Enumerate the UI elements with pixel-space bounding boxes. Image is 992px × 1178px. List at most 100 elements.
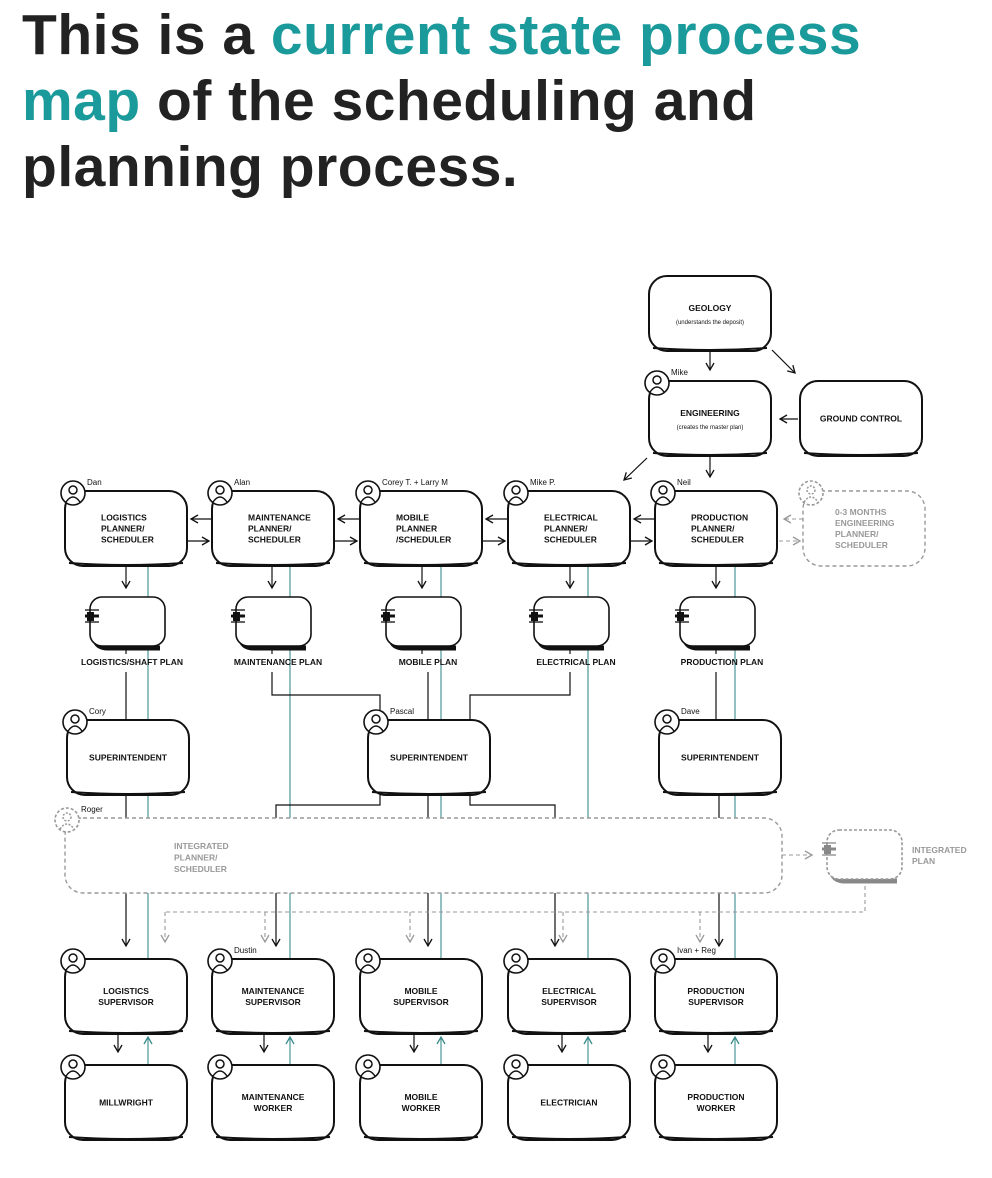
- node-subtitle: (creates the master plan): [677, 425, 744, 431]
- line-plan-to-superintendent: [271, 672, 381, 720]
- person-icon: [503, 1054, 529, 1080]
- title-highlight: current state process: [270, 3, 862, 67]
- node-electrician[interactable]: ELECTRICIAN: [503, 1054, 631, 1141]
- node-label: SCHEDULER: [248, 535, 301, 545]
- node-label: SCHEDULER: [101, 535, 154, 545]
- person-name: Roger: [81, 805, 103, 814]
- plan-label: MAINTENANCE PLAN: [234, 657, 322, 667]
- node-ground-control[interactable]: GROUND CONTROL: [799, 380, 923, 457]
- person-name: Dan: [87, 478, 102, 487]
- person-icon: [207, 948, 233, 974]
- person-icon: [60, 948, 86, 974]
- node-label: PLANNER/: [248, 524, 292, 534]
- node-label: WORKER: [697, 1103, 736, 1113]
- person-name: Dave: [681, 707, 700, 716]
- plan-label: ELECTRICAL PLAN: [536, 657, 615, 667]
- person-icon: [207, 480, 233, 506]
- node-label: MAINTENANCE: [242, 1092, 305, 1102]
- node-label: PLANNER: [396, 524, 437, 534]
- person-icon: [60, 480, 86, 506]
- person-icon: [650, 1054, 676, 1080]
- plan-label: INTEGRATED: [912, 845, 967, 855]
- person-name: Ivan + Reg: [677, 946, 716, 955]
- person-icon: [650, 480, 676, 506]
- person-icon: [644, 370, 670, 396]
- plan-label: PLAN: [912, 856, 935, 866]
- person-icon: [207, 1054, 233, 1080]
- node-label: PRODUCTION: [687, 1092, 744, 1102]
- node-engineering[interactable]: ENGINEERING (creates the master plan) Mike: [644, 368, 772, 457]
- node-label: SCHEDULER: [835, 540, 888, 550]
- line-integrated-plan-distribution: [165, 879, 866, 913]
- node-label: MAINTENANCE: [248, 513, 311, 523]
- title-text: of the scheduling and: [140, 69, 757, 133]
- node-label: PLANNER/: [835, 529, 879, 539]
- person-name: Pascal: [390, 707, 414, 716]
- plan-label: MOBILE PLAN: [399, 657, 458, 667]
- plan-document-production[interactable]: PRODUCTION PLAN: [675, 596, 764, 667]
- plan-label: LOGISTICS/SHAFT PLAN: [81, 657, 183, 667]
- node-label: SUPERVISOR: [688, 997, 744, 1007]
- person-icon: [363, 709, 389, 735]
- node-label: WORKER: [254, 1103, 293, 1113]
- person-icon: [54, 807, 80, 833]
- plan-document-logistics[interactable]: LOGISTICS/SHAFT PLAN: [81, 596, 183, 667]
- node-label: ELECTRICAL: [542, 986, 596, 996]
- node-label: SCHEDULER: [174, 864, 227, 874]
- person-name: Mike: [671, 368, 688, 377]
- plan-label: PRODUCTION PLAN: [681, 657, 764, 667]
- node-millwright[interactable]: MILLWRIGHT: [60, 1054, 188, 1141]
- node-label: SUPERVISOR: [541, 997, 597, 1007]
- person-icon: [60, 1054, 86, 1080]
- node-label: MOBILE: [404, 986, 437, 996]
- node-geology[interactable]: GEOLOGY (understands the deposit): [648, 275, 772, 352]
- plan-document-electrical[interactable]: ELECTRICAL PLAN: [529, 596, 616, 667]
- line-plan-to-superintendent: [469, 672, 571, 720]
- node-label: PLANNER/: [174, 853, 218, 863]
- arrow-engineering-electrical: [623, 457, 648, 481]
- node-label: MOBILE: [396, 513, 429, 523]
- node-label: GEOLOGY: [689, 303, 732, 313]
- node-label: PLANNER/: [691, 524, 735, 534]
- person-name: Neil: [677, 478, 691, 487]
- plan-document-mobile[interactable]: MOBILE PLAN: [381, 596, 462, 667]
- node-label: PLANNER/: [544, 524, 588, 534]
- node-label: SCHEDULER: [544, 535, 597, 545]
- node-subtitle: (understands the deposit): [676, 320, 744, 326]
- plan-document-maintenance[interactable]: MAINTENANCE PLAN: [231, 596, 322, 667]
- node-label: SUPERVISOR: [98, 997, 154, 1007]
- person-name: Mike P.: [530, 478, 556, 487]
- node-label: ENGINEERING: [680, 408, 740, 418]
- arrow-geology-ground-control: [771, 349, 796, 374]
- node-label: ENGINEERING: [835, 518, 895, 528]
- node-label: PRODUCTION: [691, 513, 748, 523]
- person-name: Corey T. + Larry M: [382, 478, 448, 487]
- node-label: 0-3 MONTHS: [835, 507, 887, 517]
- node-label: SCHEDULER: [691, 535, 744, 545]
- person-name: Cory: [89, 707, 106, 716]
- person-name: Dustin: [234, 946, 257, 955]
- person-icon: [654, 709, 680, 735]
- node-label: LOGISTICS: [101, 513, 147, 523]
- person-name: Alan: [234, 478, 250, 487]
